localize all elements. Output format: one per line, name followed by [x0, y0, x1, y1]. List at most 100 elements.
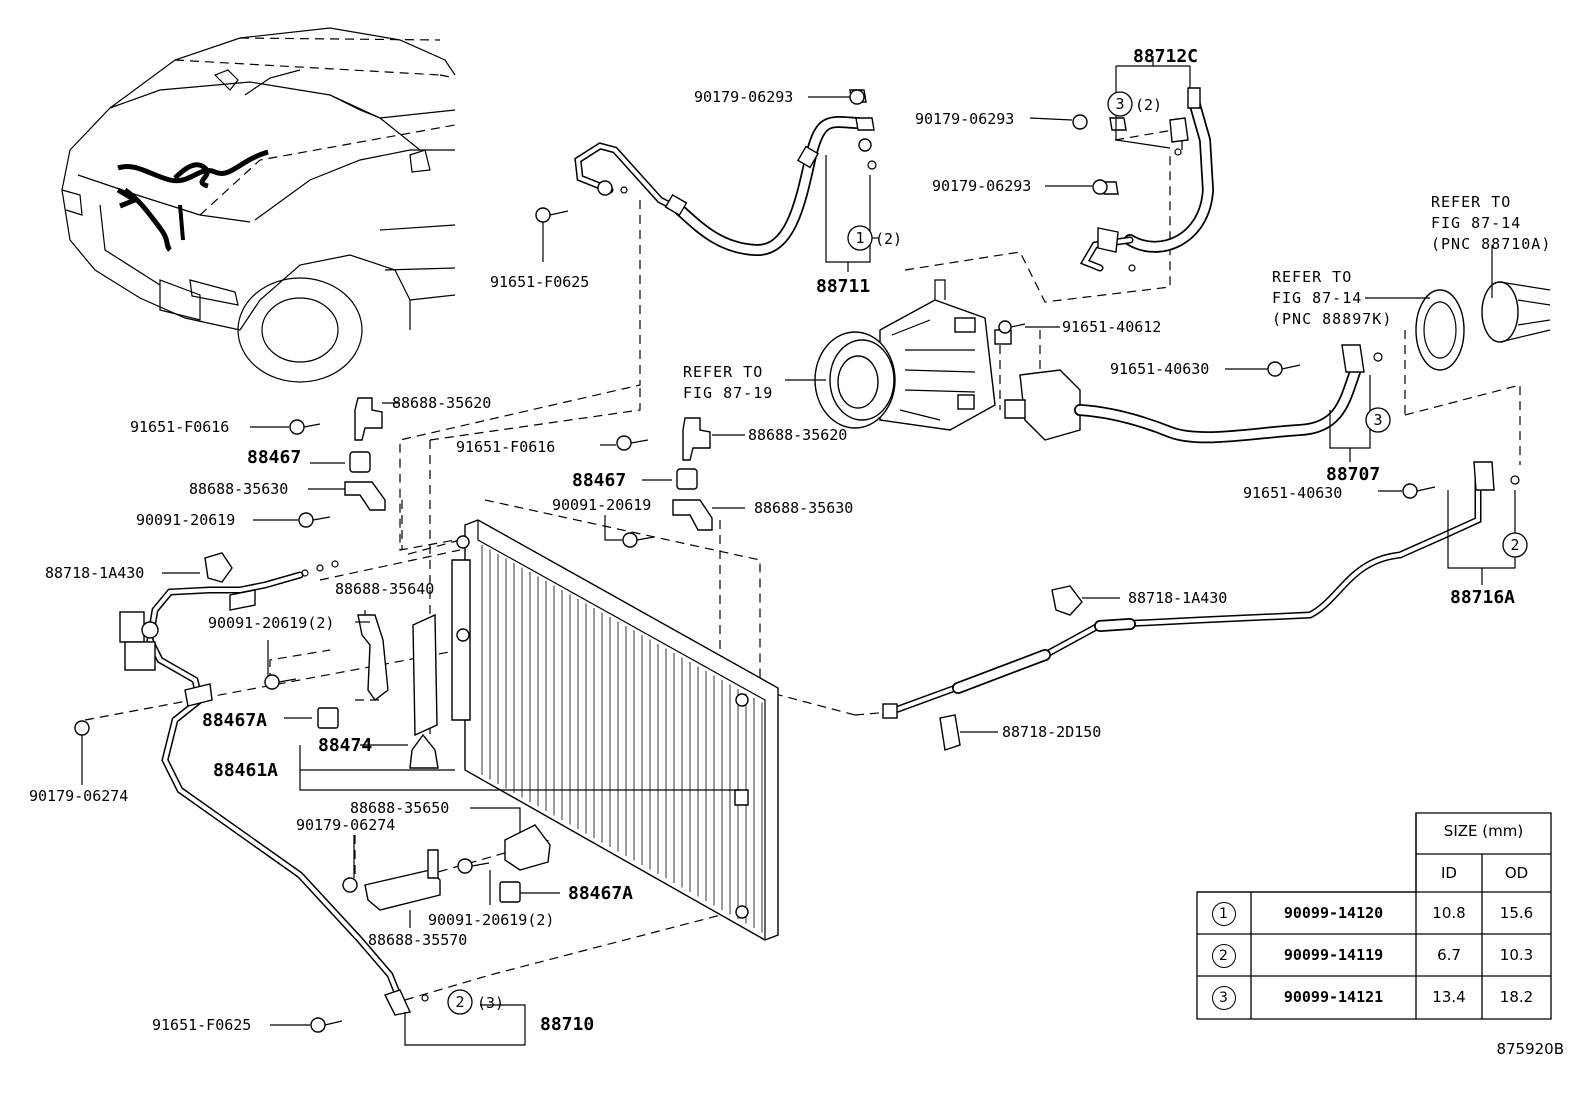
size-table-header-id: ID — [1441, 864, 1457, 882]
bolt-90091-20619-c — [264, 674, 297, 690]
refer-note-3-line2: FIG 87-14 — [1431, 214, 1521, 232]
label-88688-35570: 88688-35570 — [368, 931, 467, 949]
ac-compressor — [814, 279, 1012, 431]
label-88467-b: 88467 — [572, 470, 626, 491]
label-88710: 88710 — [540, 1014, 594, 1035]
label-88716A: 88716A — [1450, 587, 1515, 608]
label-88688-35630-a: 88688-35630 — [189, 480, 288, 498]
cushion-88467A-a — [317, 707, 339, 729]
bracket-88688-35620-a — [354, 397, 383, 441]
label-90179-06293-b: 90179-06293 — [915, 110, 1014, 128]
hose-88712C — [1079, 87, 1215, 272]
clamp-88718-1A430-a — [204, 552, 233, 583]
label-88712C: 88712C — [1133, 46, 1198, 67]
svg-text:3: 3 — [1373, 411, 1382, 429]
label-91651-40630-b: 91651-40630 — [1243, 484, 1342, 502]
size-table-row-ref: 1 — [1196, 902, 1251, 926]
nut-90179-06293-b — [1072, 114, 1088, 130]
svg-text:1: 1 — [855, 229, 864, 247]
label-91651-F0616-a: 91651-F0616 — [130, 418, 229, 436]
pipe-88716A — [882, 461, 1520, 719]
bolt-91651-40630-b — [1402, 483, 1436, 499]
nut-90179-06274-a — [74, 720, 90, 736]
small-parts — [74, 89, 1436, 1033]
hose-88711 — [574, 89, 877, 256]
label-88467A-b: 88467A — [568, 883, 633, 904]
bolt-91651-40630-a — [1267, 361, 1301, 377]
svg-text:3: 3 — [1115, 95, 1124, 113]
clamp-88718-2D150 — [939, 714, 961, 751]
hose-88707 — [1004, 344, 1383, 444]
part-labels: 88712C 88711 88707 88716A 88710 88467 88… — [29, 46, 1551, 1035]
bracket-88688-35650 — [504, 824, 551, 871]
cushion-88467A-b — [499, 881, 521, 903]
clamp-88718-1A430-b — [1051, 585, 1083, 616]
refer-note-3-line1: REFER TO — [1431, 193, 1511, 211]
size-table-row-ref: 3 — [1196, 986, 1251, 1010]
label-88718-1A430-b: 88718-1A430 — [1128, 589, 1227, 607]
compressor-clutch-pulley — [1415, 281, 1551, 371]
size-table-row-id: 6.7 — [1437, 946, 1461, 964]
refer-note-3-line3: (PNC 88710A) — [1431, 235, 1551, 253]
label-90091-20619-a: 90091-20619 — [136, 511, 235, 529]
label-91651-40612: 91651-40612 — [1062, 318, 1161, 336]
label-91651-F0616-b: 91651-F0616 — [456, 438, 555, 456]
size-table-row-code: 90099-14120 — [1283, 904, 1384, 922]
circle-ref-3-a: 3 — [1107, 91, 1133, 117]
label-88688-35630-b: 88688-35630 — [754, 499, 853, 517]
bracket-88688-35570 — [364, 849, 441, 911]
circle-ref-2-a: 2 — [1502, 532, 1528, 558]
label-88688-35620-a: 88688-35620 — [392, 394, 491, 412]
label-88711: 88711 — [816, 276, 870, 297]
label-88467A-a: 88467A — [202, 710, 267, 731]
leader-lines — [81, 56, 1516, 1046]
label-90179-06293-a: 90179-06293 — [694, 88, 793, 106]
qty-text: (3) — [477, 994, 504, 1012]
cushion-88467-a — [349, 451, 371, 473]
circle-ref-1: 1 — [847, 225, 873, 251]
label-90091-20619-c: 90091-20619(2) — [208, 614, 334, 632]
size-table-row-od: 15.6 — [1499, 904, 1534, 922]
label-90179-06274-b: 90179-06274 — [296, 816, 395, 834]
seal-88474 — [409, 613, 439, 769]
label-88467-a: 88467 — [247, 447, 301, 468]
size-table-header: SIZE (mm) — [1443, 822, 1524, 840]
refer-note-1-line1: REFER TO — [683, 363, 763, 381]
qty-text: (2) — [875, 230, 902, 248]
nut-90179-06293-c — [1092, 179, 1108, 195]
refer-note-2-line3: (PNC 88897K) — [1272, 310, 1392, 328]
label-88474: 88474 — [318, 735, 372, 756]
refer-note-2-line1: REFER TO — [1272, 268, 1352, 286]
bolt-91651-F0616-a — [289, 419, 321, 435]
label-88707: 88707 — [1326, 464, 1380, 485]
size-table-row-code: 90099-14119 — [1283, 946, 1384, 964]
label-91651-F0625-a: 91651-F0625 — [490, 273, 589, 291]
bracket-88688-35630-a — [344, 481, 386, 511]
circle-ref-3-b: 3 — [1365, 407, 1391, 433]
condenser — [451, 519, 779, 941]
size-table-header-od: OD — [1504, 864, 1529, 882]
size-table-row-ref: 2 — [1196, 944, 1251, 968]
label-88688-35620-b: 88688-35620 — [748, 426, 847, 444]
label-88461A: 88461A — [213, 760, 278, 781]
bolt-91651-F0625-top — [535, 207, 569, 223]
bolt-91651-F0616-b — [616, 435, 649, 451]
bracket-88688-35640 — [357, 614, 389, 702]
qty-text: (2) — [1135, 96, 1162, 114]
label-88688-35640: 88688-35640 — [335, 580, 434, 598]
size-table-row-id: 13.4 — [1432, 988, 1466, 1006]
svg-text:2: 2 — [455, 993, 464, 1011]
bolt-90091-20619-d — [457, 858, 490, 874]
vehicle-illustration — [61, 27, 456, 383]
nut-90179-06293-a — [849, 89, 865, 105]
bolt-90091-20619-b — [622, 532, 655, 548]
label-91651-F0625-b: 91651-F0625 — [152, 1016, 251, 1034]
size-table-row-id: 10.8 — [1432, 904, 1466, 922]
bracket-88688-35630-b — [672, 499, 713, 531]
circle-ref-2-b: 2 — [447, 989, 473, 1015]
bracket-88688-35620-b — [682, 417, 711, 461]
label-88718-1A430-a: 88718-1A430 — [45, 564, 144, 582]
circle-refs: 1 (2) 3 (2) 3 2 2 (3) — [447, 91, 1528, 1015]
label-91651-40630-a: 91651-40630 — [1110, 360, 1209, 378]
